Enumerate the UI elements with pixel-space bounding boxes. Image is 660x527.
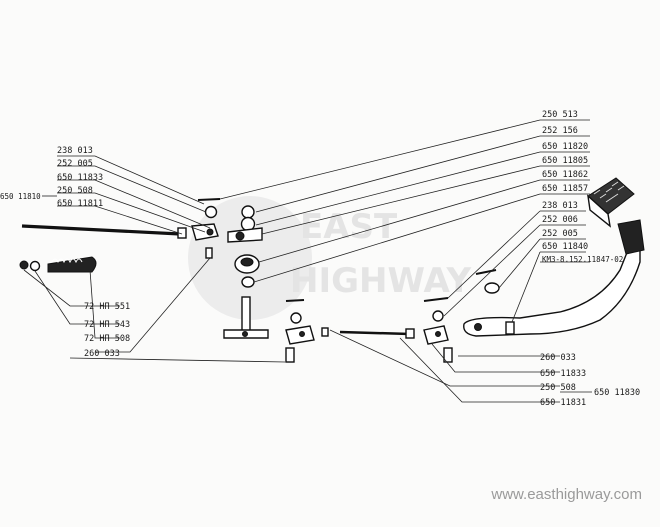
clevis-middle xyxy=(285,299,329,363)
bushing-stack xyxy=(223,205,269,339)
label-250508-right: 250 508 xyxy=(540,383,576,393)
labels-left: 238 013 252 005 650 11833 250 508 650 11… xyxy=(0,146,103,209)
label-72hp551: 72 НП 551 xyxy=(84,302,130,312)
label-65011830: 650 11830 xyxy=(594,388,640,398)
label-65011820: 650 11820 xyxy=(542,142,588,152)
label-252006: 252 006 xyxy=(542,215,578,225)
watermark-line1: EAST xyxy=(300,207,398,247)
pedal-arm xyxy=(463,219,645,337)
label-238013-right: 238 013 xyxy=(542,201,578,211)
pedal-pad xyxy=(587,177,635,228)
label-65011811: 650 11811 xyxy=(57,199,103,209)
label-65011805: 650 11805 xyxy=(542,156,588,166)
label-252156: 252 156 xyxy=(542,126,578,136)
label-65011862: 650 11862 xyxy=(542,170,588,180)
label-260033-right: 260 033 xyxy=(540,353,576,363)
label-252005-right: 252 005 xyxy=(542,229,578,239)
label-250513: 250 513 xyxy=(542,110,578,120)
label-72hp508: 72 НП 508 xyxy=(84,334,130,344)
label-65011831: 650 11831 xyxy=(540,398,586,408)
watermark: EAST HIGHWAY xyxy=(188,196,472,320)
label-65011833-left: 650 11833 xyxy=(57,173,103,183)
label-252005-left: 252 005 xyxy=(57,159,93,169)
footer-url: www.easthighway.com xyxy=(490,486,642,503)
labels-top-right: 250 513 252 156 650 11820 650 11805 650 … xyxy=(542,110,623,264)
watermark-line2: HIGHWAY xyxy=(290,261,472,301)
label-238013-left: 238 013 xyxy=(57,146,93,156)
label-250508-left: 250 508 xyxy=(57,186,93,196)
label-65011857: 650 11857 xyxy=(542,184,588,194)
label-65011840: 650 11840 xyxy=(542,242,588,252)
labels-bottom-right: 260 033 650 11833 250 508 650 11831 650 … xyxy=(540,353,640,408)
label-kmz-part: КМЗ-8.152.11847-02 xyxy=(542,255,623,264)
labels-bottom-left: 72 НП 551 72 НП 543 72 НП 508 260 033 xyxy=(84,302,130,359)
label-72hp543: 72 НП 543 xyxy=(84,320,130,330)
label-260033-left: 260 033 xyxy=(84,349,120,359)
leader-lines xyxy=(23,119,592,403)
long-rod xyxy=(21,224,187,239)
label-65011810: 650 11810 xyxy=(0,192,41,201)
rubber-boot xyxy=(19,256,97,273)
short-rod xyxy=(339,328,415,339)
label-65011833-right: 650 11833 xyxy=(540,369,586,379)
